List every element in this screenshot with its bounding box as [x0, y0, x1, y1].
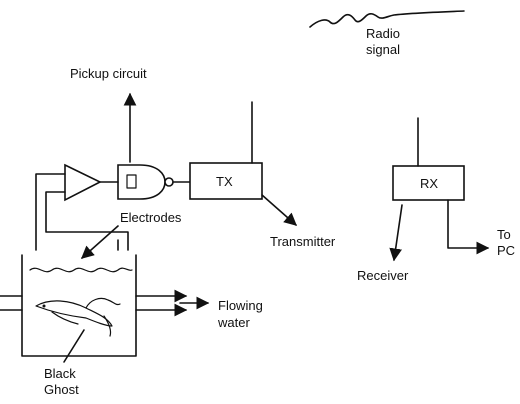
- electrodes-arrow: [81, 225, 119, 259]
- amplifier-symbol: [64, 163, 102, 202]
- tx-box: [189, 162, 263, 200]
- to-pc-label-1: To: [497, 227, 511, 242]
- to-pc-label-2: PC: [497, 243, 515, 258]
- black-ghost-label-1: Black: [44, 366, 76, 381]
- electrode-lead-right: [45, 191, 129, 251]
- electrode-lead-left: [35, 173, 66, 251]
- transmitter-label: Transmitter: [270, 234, 336, 249]
- tx-label: TX: [216, 174, 233, 189]
- radio-signal-wave: [309, 10, 465, 28]
- water-surface: [29, 267, 133, 273]
- radio-signal-label-2: signal: [366, 42, 400, 57]
- black-ghost-pointer: [63, 329, 85, 363]
- rx-box: [392, 165, 465, 201]
- inverter-bubble: [164, 177, 174, 187]
- receiver-label: Receiver: [357, 268, 409, 283]
- electrodes-label: Electrodes: [120, 210, 182, 225]
- fish-icon: [35, 297, 121, 337]
- schmitt-trigger-symbol: [126, 174, 137, 189]
- flowing-water-label-1: Flowing: [218, 298, 263, 313]
- receiver-arrow: [389, 204, 403, 262]
- water-tank: [21, 254, 137, 357]
- nand-gate-symbol: [117, 164, 166, 200]
- transmitter-arrow: [261, 194, 297, 226]
- to-pc-arrow: [447, 199, 490, 255]
- rx-label: RX: [420, 176, 438, 191]
- flowing-water-label-2: water: [217, 315, 250, 330]
- pickup-circuit-label: Pickup circuit: [70, 66, 147, 81]
- black-ghost-label-2: Ghost: [44, 382, 79, 397]
- radio-signal-label-1: Radio: [366, 26, 400, 41]
